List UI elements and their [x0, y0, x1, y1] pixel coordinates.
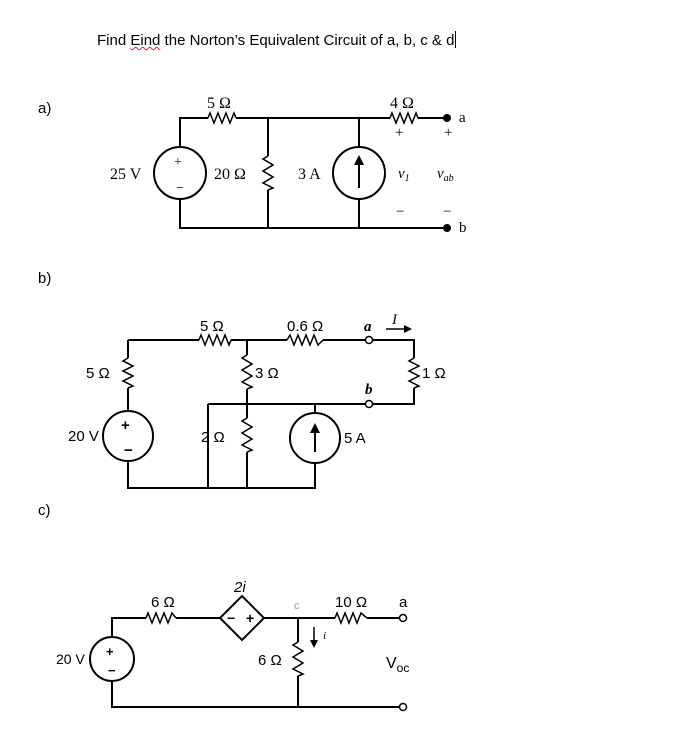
terminal-a-label: a	[364, 319, 372, 335]
v1-minus: −	[396, 204, 404, 220]
voltage-source-20v	[102, 410, 154, 462]
label-2i: 2i	[233, 579, 246, 596]
resistor-4ohm	[389, 110, 419, 126]
resistor-0-6ohm	[286, 332, 324, 348]
dep-plus-sign: +	[246, 610, 254, 626]
label-5ohm-top: 5 Ω	[200, 318, 224, 335]
misspelled-word: Eind	[130, 32, 161, 49]
current-source-5a	[289, 412, 341, 464]
label-5a: 5 A	[344, 430, 366, 447]
resistor-5ohm-left	[121, 357, 135, 389]
resistor-2ohm	[240, 417, 254, 453]
label-6ohm-left: 6 Ω	[151, 594, 175, 611]
terminal-a-open	[364, 335, 374, 345]
circuit-c: − + + − 6 Ω 2i c 10 Ω a i 6 Ω 20 V Voc	[56, 579, 409, 712]
source-plus-sign: +	[106, 644, 114, 659]
resistor-20ohm	[261, 155, 275, 191]
question-title: Find Eind the Norton’s Equivalent Circui…	[97, 31, 457, 49]
terminal-a-dot	[443, 114, 451, 122]
label-3ohm: 3 Ω	[255, 365, 279, 382]
label-25v: 25 V	[110, 166, 142, 183]
dep-minus-sign: −	[227, 610, 235, 626]
dependent-voltage-source	[218, 594, 266, 642]
label-5ohm: 5 Ω	[207, 95, 231, 112]
arrow-up-head-icon	[310, 423, 320, 433]
v1-label: v1	[398, 166, 410, 184]
terminal-b-label: b	[459, 220, 467, 236]
wire	[179, 199, 359, 229]
label-2ohm: 2 Ω	[201, 429, 225, 446]
vab-plus: +	[444, 125, 452, 141]
resistor-10ohm	[334, 610, 368, 626]
vab-minus: −	[443, 204, 451, 220]
resistor-6ohm-left	[145, 610, 177, 626]
voltage-source-20v	[89, 636, 135, 682]
voltage-source-25v	[153, 146, 207, 200]
part-b-label: b)	[38, 270, 52, 287]
circuit-b: + − 5 Ω 0.6 Ω 5 Ω 3 Ω 20 V 2 Ω 5 A 1 Ω a…	[68, 312, 446, 489]
wire	[111, 681, 403, 708]
wire	[372, 388, 415, 405]
terminal-a-label: a	[399, 594, 408, 611]
vab-label: vab	[437, 166, 454, 184]
label-20v: 20 V	[56, 651, 85, 667]
voc-label: Voc	[386, 655, 409, 675]
node-mark: c	[294, 600, 300, 612]
circuit-a: + − 5 Ω 4 Ω 25 V 20 Ω 3 A + v1 − + vab −…	[110, 95, 467, 236]
terminal-b-label: b	[365, 382, 373, 398]
label-20v: 20 V	[68, 428, 99, 445]
arrow-up-head-icon	[354, 155, 364, 165]
title-suffix: the Norton’s Equivalent Circuit of a, b,…	[160, 32, 455, 49]
terminal-b-dot	[443, 224, 451, 232]
wire	[372, 339, 415, 358]
label-3a: 3 A	[298, 166, 321, 183]
terminal-b-open	[364, 399, 374, 409]
label-5ohm-left: 5 Ω	[86, 365, 110, 382]
part-a-label: a)	[38, 100, 52, 117]
label-1ohm: 1 Ω	[422, 365, 446, 382]
current-arrow-head-icon	[310, 640, 318, 648]
source-minus-sign: −	[124, 442, 133, 459]
title-prefix: Find	[97, 32, 131, 49]
resistor-3ohm	[240, 354, 254, 390]
terminal-a-label: a	[459, 110, 466, 126]
label-4ohm: 4 Ω	[390, 95, 414, 112]
wire	[179, 117, 208, 147]
label-10ohm: 10 Ω	[335, 594, 367, 611]
source-minus-sign: −	[108, 663, 116, 678]
current-label: i	[323, 630, 326, 642]
label-0-6ohm: 0.6 Ω	[287, 318, 323, 335]
wire	[127, 461, 316, 489]
resistor-6ohm-shunt	[291, 641, 305, 677]
current-arrow-head-icon	[404, 325, 412, 333]
current-label: I	[391, 312, 398, 328]
resistor-5ohm	[207, 110, 237, 126]
wire	[111, 617, 146, 637]
label-6ohm-shunt: 6 Ω	[258, 652, 282, 669]
source-minus-sign: −	[176, 181, 184, 196]
v1-plus: +	[395, 125, 403, 141]
text-cursor	[455, 31, 457, 48]
terminal-a-open	[398, 613, 408, 623]
label-20ohm: 20 Ω	[214, 166, 246, 183]
part-c-label: c)	[38, 502, 51, 519]
terminal-b-open	[398, 702, 408, 712]
resistor-1ohm	[407, 357, 421, 389]
current-source-3a	[332, 146, 386, 200]
source-plus-sign: +	[121, 417, 130, 434]
resistor-5ohm-top	[198, 332, 232, 348]
source-plus-sign: +	[174, 155, 182, 170]
